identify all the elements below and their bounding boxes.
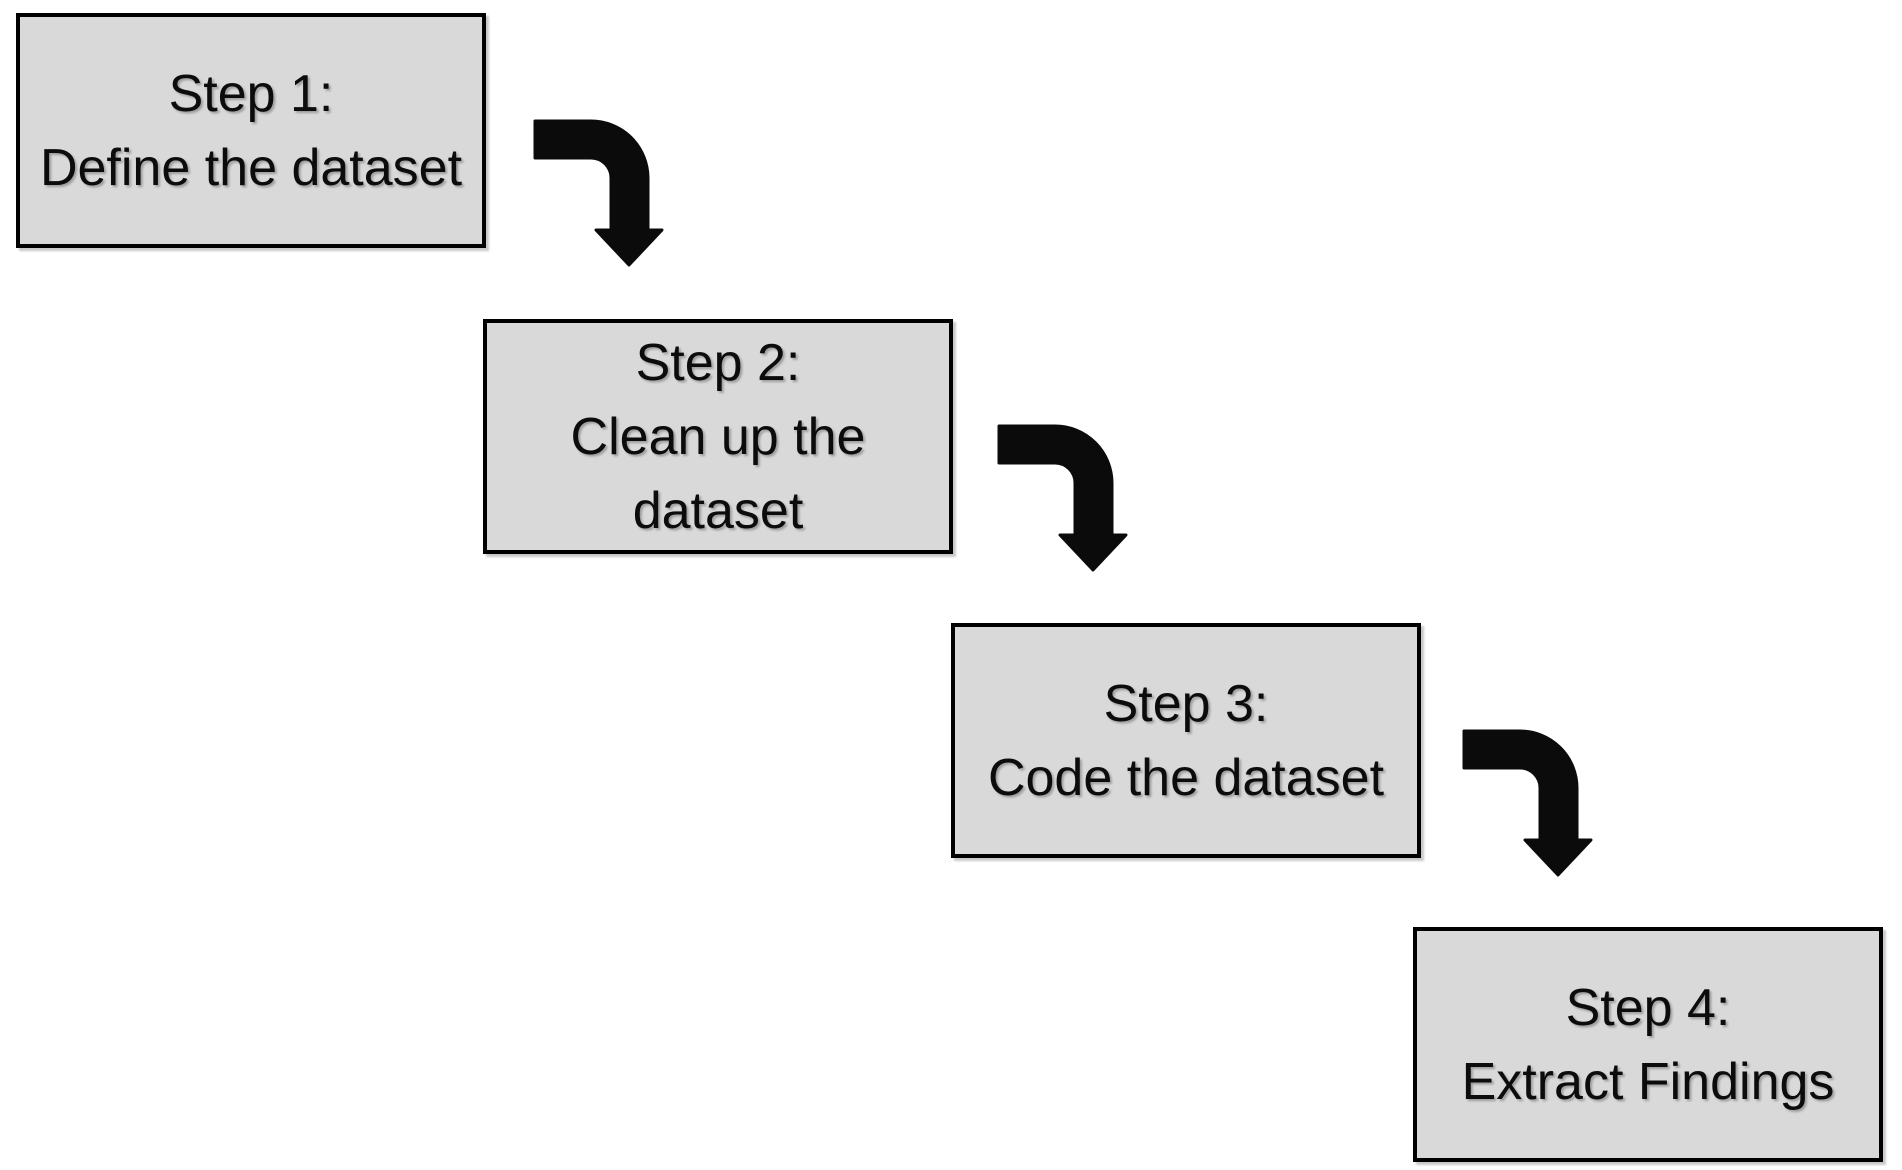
step-4-box: Step 4: Extract Findings [1413,927,1883,1162]
step-1-description: Define the dataset [39,138,463,197]
step-2-description-line-1: Clean up the [570,407,866,466]
step-1-title: Step 1: [168,64,334,123]
step-3-description: Code the dataset [987,748,1385,807]
step-2-description-line-2: dataset [632,481,804,540]
step-2-box: Step 2: Clean up the dataset [483,319,953,554]
step-2-title: Step 2: [635,333,801,392]
step-3-title: Step 3: [1103,674,1269,733]
step-4-title: Step 4: [1565,978,1731,1037]
elbow-arrow-icon-step1-to-step2 [533,119,664,267]
step-4-description: Extract Findings [1461,1052,1835,1111]
step-3-box: Step 3: Code the dataset [951,623,1421,858]
elbow-arrow-icon-step3-to-step4 [1462,729,1593,877]
step-1-box: Step 1: Define the dataset [16,13,486,248]
elbow-arrow-icon-step2-to-step3 [997,424,1128,572]
